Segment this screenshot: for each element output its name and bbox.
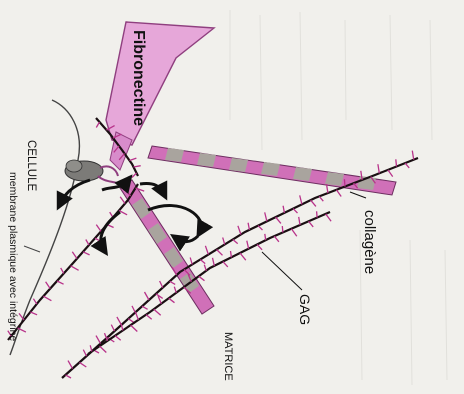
gag-bristle — [33, 299, 36, 304]
gag-bristle — [134, 166, 141, 167]
cell-membrane — [10, 100, 79, 355]
gag-bristle — [265, 212, 267, 221]
gag-bristle — [300, 195, 302, 204]
gag-bristle — [174, 287, 176, 293]
gag-bristle — [120, 197, 125, 204]
gag-bristle — [247, 241, 249, 249]
gag-bristle — [160, 281, 163, 288]
gag-bristle — [154, 309, 161, 315]
membrane-pointer-line — [24, 246, 40, 252]
gag-bristle — [257, 244, 262, 249]
gag-bristle — [311, 200, 316, 206]
gag-bristle — [145, 292, 150, 300]
gag-bristle — [132, 173, 137, 178]
gag-pointer-line — [262, 252, 302, 290]
gag-bristle — [291, 229, 296, 237]
gag-bristle — [238, 226, 241, 235]
gag-bristle — [96, 122, 99, 128]
gag-bristle — [96, 336, 101, 344]
gag-bristle — [90, 345, 92, 351]
gag-bristle — [83, 350, 86, 357]
gag-bristle — [57, 281, 64, 284]
fibronectin-shape — [106, 22, 214, 145]
label-gag: GAG — [297, 294, 313, 325]
gag-bristle — [293, 209, 297, 214]
gag-bristle — [136, 312, 139, 320]
gag-bristle — [336, 190, 341, 197]
gag-bristle — [131, 325, 138, 331]
gag-bristle — [258, 226, 262, 231]
gag-bristle — [240, 253, 246, 260]
gag-bristle — [309, 221, 314, 227]
gag-bristle — [396, 159, 397, 166]
gag-strand — [88, 212, 330, 354]
gag-bristle — [248, 223, 249, 230]
gag-bristle — [378, 164, 379, 173]
gag-bristle — [117, 317, 122, 325]
gag-bristle — [282, 226, 283, 232]
gag-bristle — [46, 282, 51, 289]
gag-bristle — [96, 225, 101, 232]
gag-bristle — [30, 312, 37, 315]
gag-bristle — [405, 163, 409, 168]
gag-bristle — [223, 238, 225, 245]
gag-bristle — [205, 246, 208, 255]
gag-bristle — [217, 250, 223, 256]
gag-bristle — [233, 240, 238, 244]
gag-bristle — [83, 252, 90, 255]
gag-bristle — [115, 336, 121, 341]
collagen-pointer-line — [350, 192, 366, 198]
label-matrice: MATRICE — [222, 332, 234, 381]
gag-bristle — [265, 234, 266, 240]
gag-bristle — [111, 325, 114, 332]
gag-bristle — [80, 362, 87, 367]
gag-bristle — [223, 262, 228, 267]
gag-bristle — [132, 306, 135, 313]
gag-bristle — [146, 315, 152, 320]
gag-bristle — [276, 217, 281, 223]
gag-bristle — [283, 206, 284, 213]
gag-bristle — [68, 361, 73, 369]
gag-bristle — [190, 258, 192, 265]
gag-bristle — [71, 266, 79, 271]
label-fibronectine: Fibronectine — [130, 30, 147, 126]
gag-bristle — [344, 179, 345, 186]
gag-bristle — [274, 236, 279, 242]
collagen-fibre-diagonal — [120, 180, 214, 314]
label-membrane: membrane plasmique avec intégrine — [7, 172, 19, 341]
gag-bristle — [231, 251, 232, 257]
gag-bristle — [200, 260, 205, 264]
gag-bristle — [100, 346, 107, 352]
gag-bristle — [43, 296, 51, 301]
collagen-fibre-horizontal — [148, 146, 396, 195]
gag-bristle — [199, 276, 205, 280]
gag-bristle — [142, 306, 148, 309]
gag-bristle — [170, 281, 176, 284]
gag-bristle — [169, 298, 175, 302]
gag-bristle — [388, 170, 393, 177]
gag-strand — [8, 184, 138, 340]
gag-bristle — [326, 214, 331, 221]
gag-bristle — [317, 211, 318, 217]
gag-bristle — [204, 265, 206, 271]
gag-bristle — [130, 158, 137, 160]
gag-bristle — [213, 258, 215, 266]
paper-texture — [230, 10, 447, 385]
label-cellule: CELLULE — [25, 140, 37, 191]
gag-bristle — [299, 217, 300, 225]
label-collagene: collagène — [361, 210, 378, 274]
gag-bristle — [319, 196, 323, 201]
gag-bristle — [412, 151, 413, 160]
gag-bristle — [61, 268, 64, 274]
gag-bristle — [72, 252, 77, 259]
gag-bristle — [86, 240, 89, 246]
gag-bristle — [66, 375, 72, 378]
